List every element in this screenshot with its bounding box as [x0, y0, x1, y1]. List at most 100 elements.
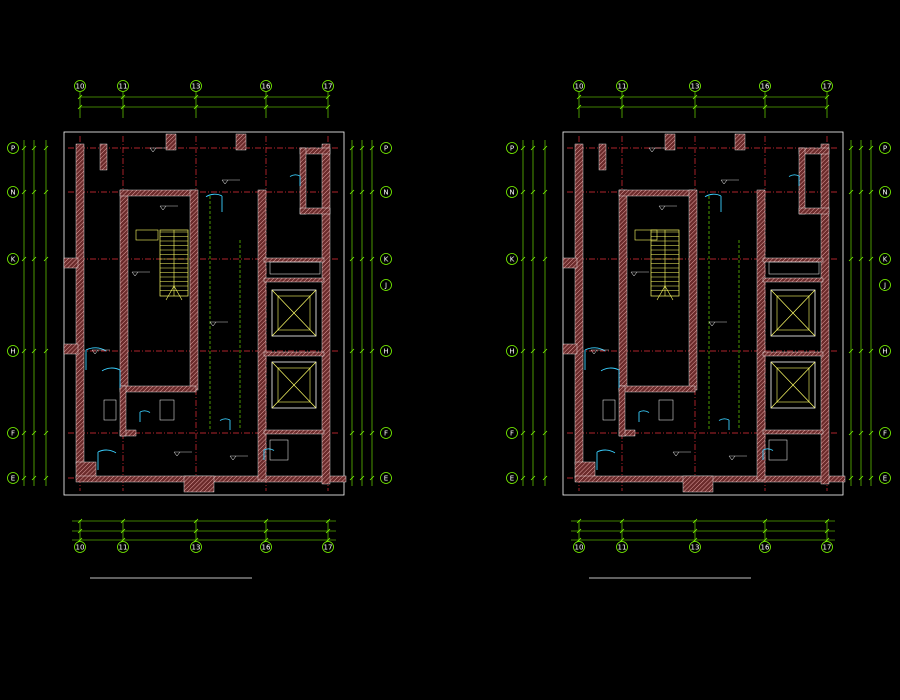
dimension-tick	[349, 189, 355, 195]
axis-bubble	[7, 427, 19, 439]
axis-label-17: 17	[823, 83, 832, 91]
door-swing-0	[584, 347, 606, 370]
dimension-tick	[263, 94, 269, 100]
axis-label-16: 16	[761, 544, 770, 552]
wall-segment	[165, 133, 177, 151]
axis-bubble	[117, 80, 129, 92]
dimension-tick	[520, 256, 526, 262]
axis-label-10: 10	[575, 83, 584, 91]
axis-bubble	[689, 541, 701, 553]
axis-label-F: F	[883, 430, 887, 438]
dimension-tick	[193, 537, 199, 543]
dimension-tick	[43, 430, 49, 436]
level-marker-1	[720, 179, 728, 185]
elevator-car-0	[271, 289, 317, 337]
wall-segment	[119, 385, 127, 437]
dimension-tick	[868, 145, 874, 151]
elevator-car-0	[770, 289, 816, 337]
axis-bubble	[190, 541, 202, 553]
axis-bubble	[506, 427, 518, 439]
room-box	[768, 261, 820, 275]
axis-bubble	[322, 541, 334, 553]
axis-label-H: H	[882, 348, 887, 356]
wall-segment	[119, 189, 197, 197]
wall-segment	[618, 385, 696, 393]
elevator-cross	[770, 289, 816, 337]
dimension-tick	[520, 475, 526, 481]
axis-label-16: 16	[761, 83, 770, 91]
dimension-tick	[120, 537, 126, 543]
axis-label-10: 10	[575, 544, 584, 552]
wall-segment	[798, 147, 806, 215]
dimension-tick	[31, 430, 37, 436]
dimension-tick	[21, 145, 27, 151]
dimension-tick	[31, 189, 37, 195]
axis-label-K: K	[510, 256, 515, 264]
axis-label-P: P	[11, 145, 15, 153]
dimension-tick	[21, 475, 27, 481]
axis-bubble	[759, 80, 771, 92]
dimension-tick	[193, 104, 199, 110]
dimension-tick	[542, 189, 548, 195]
wall-segment	[263, 277, 325, 283]
dimension-tick	[31, 475, 37, 481]
axis-bubble	[821, 80, 833, 92]
dimension-tick	[858, 256, 864, 262]
axis-label-F: F	[384, 430, 388, 438]
dimension-tick	[762, 528, 768, 534]
axis-label-E: E	[883, 475, 887, 483]
axis-bubble	[506, 345, 518, 357]
axis-label-13: 13	[192, 544, 201, 552]
axis-label-H: H	[10, 348, 15, 356]
dimension-tick	[848, 189, 854, 195]
axis-bubble	[7, 253, 19, 265]
axis-bubble	[322, 80, 334, 92]
dimension-tick	[43, 145, 49, 151]
axis-label-N: N	[383, 189, 388, 197]
level-marker-3	[131, 271, 139, 277]
wall-segment	[618, 189, 696, 197]
dimension-tick	[43, 475, 49, 481]
dimension-tick	[619, 528, 625, 534]
dimension-tick	[530, 430, 536, 436]
door-swing-3	[205, 193, 223, 212]
axis-bubble	[380, 279, 392, 291]
axis-label-11: 11	[119, 83, 128, 91]
axis-label-E: E	[510, 475, 514, 483]
dimension-tick	[369, 256, 375, 262]
axis-label-17: 17	[324, 544, 333, 552]
wall-segment	[562, 343, 578, 355]
dimension-tick	[325, 518, 331, 524]
wall-segment	[762, 257, 824, 263]
stair-arrow	[656, 285, 674, 301]
axis-bubble	[821, 541, 833, 553]
wall-segment	[756, 189, 766, 481]
dimension-tick	[325, 528, 331, 534]
dimension-tick	[31, 256, 37, 262]
axis-label-11: 11	[119, 544, 128, 552]
dimension-tick	[868, 430, 874, 436]
dimension-tick	[848, 145, 854, 151]
dimension-tick	[263, 104, 269, 110]
dimension-tick	[77, 537, 83, 543]
axis-label-K: K	[384, 256, 389, 264]
elevator-inner	[776, 295, 810, 331]
axis-bubble	[506, 253, 518, 265]
level-marker-2	[159, 205, 167, 211]
axis-label-13: 13	[192, 83, 201, 91]
wall-segment	[562, 257, 578, 269]
door-swing-1	[101, 367, 121, 388]
door-swing-6	[762, 448, 774, 460]
dimension-tick	[542, 475, 548, 481]
axis-label-17: 17	[324, 83, 333, 91]
level-marker-7	[672, 451, 680, 457]
dimension-tick	[325, 537, 331, 543]
door-swing-3	[704, 193, 722, 212]
axis-bubble	[879, 142, 891, 154]
dimension-tick	[542, 430, 548, 436]
dimension-tick	[868, 189, 874, 195]
dimension-tick	[369, 189, 375, 195]
dimension-tick	[120, 94, 126, 100]
